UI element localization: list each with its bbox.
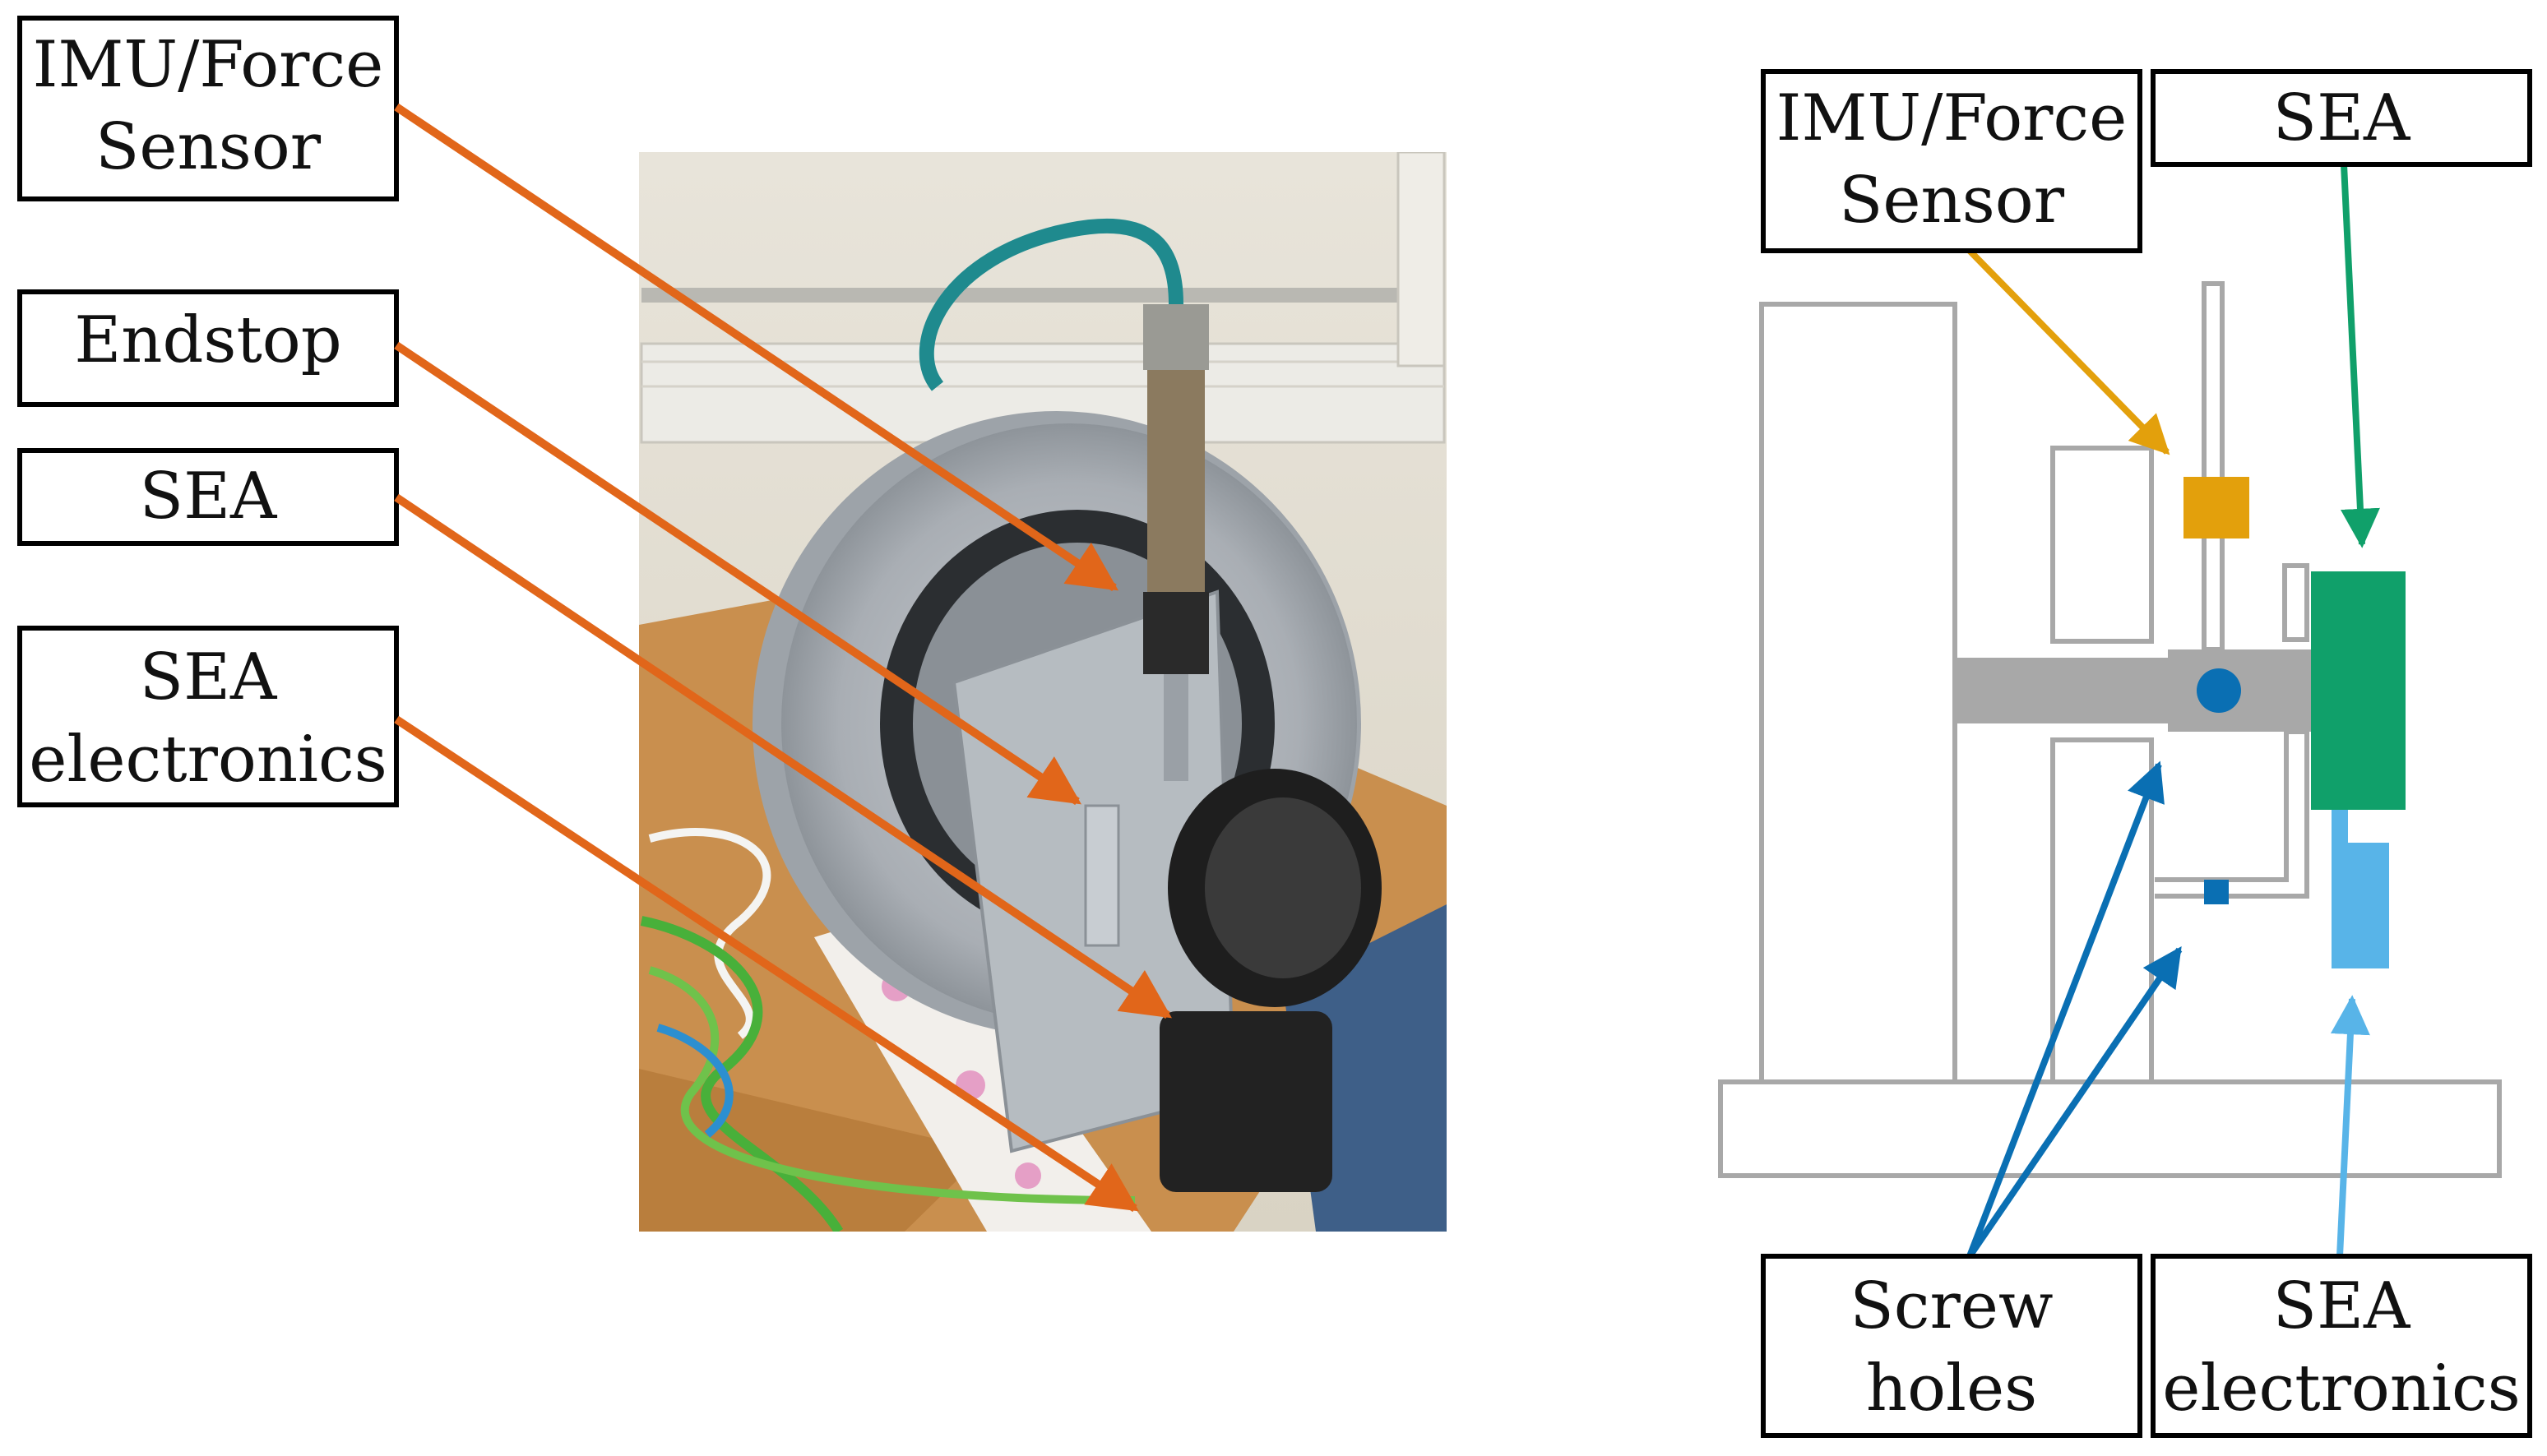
right-label-imu-force-sensor: IMU/Force Sensor [1761, 69, 2142, 253]
right-label-screw-line2: holes [1866, 1352, 2037, 1426]
left-labels: IMU/Force Sensor Endstop SEA SEA electro… [17, 16, 399, 807]
left-label-endstop: Endstop [17, 289, 399, 407]
arrow-imu [394, 103, 1118, 592]
right-label-electronics-line2: electronics [2162, 1352, 2520, 1426]
right-label-screw-line1: Screw [1850, 1269, 2053, 1343]
left-label-imu-line2: Sensor [95, 110, 322, 184]
right-label-imu-line2: Sensor [1839, 164, 2065, 238]
right-label-sea: SEA [2151, 69, 2532, 167]
arrow-right-imu [1967, 248, 2170, 455]
screw-hole-circle [2197, 668, 2241, 713]
sea-block [2311, 571, 2406, 810]
arrow-endstop [394, 341, 1081, 806]
right-label-sea-text: SEA [2273, 81, 2411, 155]
screw-hole-square [2204, 880, 2229, 904]
left-label-endstop-text: Endstop [74, 303, 341, 377]
arrow-right-screw-1 [1966, 760, 2165, 1258]
right-label-sea-electronics: SEA electronics [2151, 1254, 2532, 1438]
electronics-block [2332, 810, 2389, 968]
right-label-electronics-line1: SEA [2273, 1269, 2411, 1343]
arrow-sea-electronics [394, 715, 1140, 1213]
left-label-imu-line1: IMU/Force [33, 28, 384, 102]
imu-block [2183, 477, 2249, 538]
test-rig-photo [639, 152, 1447, 1232]
left-label-electronics-line1: SEA [140, 640, 278, 714]
arrow-right-electronics [2330, 995, 2370, 1257]
orange-arrows [394, 103, 1172, 1213]
left-label-sea-text: SEA [140, 460, 278, 534]
right-labels: IMU/Force Sensor SEA Screw holes SEA ele… [1761, 69, 2532, 1438]
arrow-right-sea [2340, 164, 2380, 548]
left-label-imu-force-sensor: IMU/Force Sensor [17, 16, 399, 201]
left-label-electronics-line2: electronics [29, 723, 387, 797]
right-label-imu-line1: IMU/Force [1776, 81, 2128, 155]
arrow-sea [394, 493, 1172, 1019]
schematic [1718, 281, 2502, 1178]
arrow-right-screw-2 [1966, 946, 2183, 1259]
left-label-sea-electronics: SEA electronics [17, 626, 399, 807]
right-label-screw-holes: Screw holes [1761, 1254, 2142, 1438]
left-label-sea: SEA [17, 448, 399, 546]
schematic-arrows [1966, 164, 2380, 1259]
